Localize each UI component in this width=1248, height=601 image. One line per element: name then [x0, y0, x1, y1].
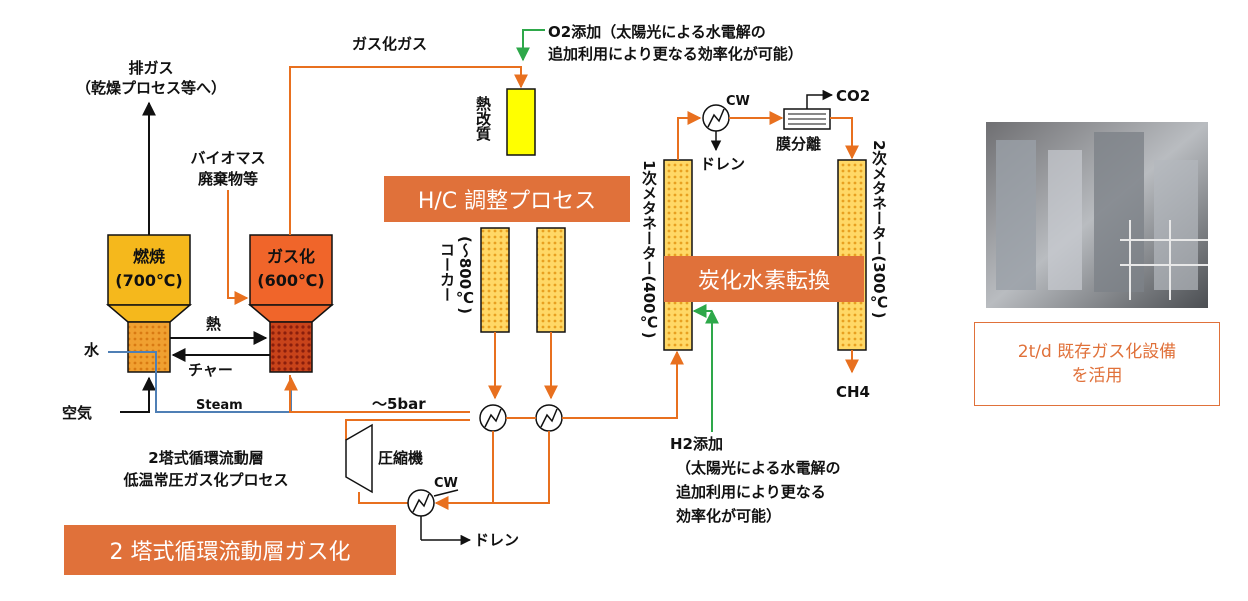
cw-label-2: CW	[726, 94, 750, 109]
h2-add-line4: 効率化が可能）	[676, 507, 782, 525]
drain-label-2: ドレン	[700, 155, 746, 173]
combustor-vessel	[105, 234, 193, 373]
gasifier-temp: (600℃)	[257, 271, 325, 290]
exhaust-sub-label: （乾燥プロセス等へ）	[75, 79, 226, 97]
thermal-reformer	[506, 88, 536, 156]
membrane-label: 膜分離	[776, 135, 822, 153]
h2-add-line3: 追加利用により更なる	[676, 483, 826, 501]
methanator-2	[837, 159, 867, 351]
photo-caption-line1: 2t/d 既存ガス化設備	[1017, 342, 1177, 362]
combustor-label: 燃焼	[132, 247, 165, 266]
combustor-temp: (700℃)	[115, 271, 183, 290]
coker-temp-label: (～800℃)	[456, 236, 474, 315]
co2-label: CO2	[836, 87, 871, 105]
methanator-2-label: 2次メタネーター(300℃)	[870, 140, 888, 319]
h2-add-line2: （太陽光による水電解の	[676, 459, 841, 477]
coker-2	[536, 227, 566, 333]
methanator-1	[663, 159, 693, 351]
gasification-banner: 2 塔式循環流動層ガス化	[64, 525, 396, 575]
air-label: 空気	[62, 404, 93, 422]
methanator-1-label: 1次メタネーター(400℃)	[640, 160, 658, 339]
h2-add-label: H2添加	[670, 435, 723, 453]
biomass-sub-label: 廃棄物等	[197, 170, 258, 188]
process-name-line2: 低温常圧ガス化プロセス	[123, 471, 289, 489]
photo-caption-line2: を活用	[1071, 366, 1123, 386]
heat-exchanger-1	[479, 404, 507, 432]
hydrocarbon-conversion-banner: 炭化水素転換	[664, 256, 864, 302]
gasifier-label: ガス化	[266, 247, 315, 266]
o2-add-label-2: 追加利用により更なる効率化が可能）	[548, 45, 803, 63]
char-label: チャー	[188, 361, 233, 379]
water-label: 水	[84, 341, 100, 359]
gasified-gas-label: ガス化ガス	[352, 35, 428, 53]
exhaust-label: 排ガス	[128, 59, 174, 77]
compressor	[345, 423, 373, 494]
heat-exchanger-3	[407, 489, 435, 517]
compressor-label: 圧縮機	[378, 449, 424, 467]
coker-1	[480, 227, 510, 333]
steam-label: Steam	[196, 398, 243, 413]
thermal-reformer-label: 熱改質	[474, 96, 492, 141]
heat-exchanger-2	[535, 404, 563, 432]
cw-label-1: CW	[434, 476, 458, 491]
photo-caption: 2t/d 既存ガス化設備 を活用	[974, 322, 1220, 406]
pressure-label: ～5bar	[372, 395, 426, 413]
existing-plant-photo	[986, 122, 1208, 308]
ch4-label: CH4	[836, 383, 870, 401]
biomass-label: バイオマス	[190, 149, 266, 167]
o2-add-label: O2添加（太陽光による水電解の	[548, 23, 766, 41]
drain-label-1: ドレン	[474, 531, 520, 549]
gasifier-vessel	[247, 234, 335, 373]
hc-adjust-banner: H/C 調整プロセス	[384, 176, 630, 222]
membrane-separator	[783, 108, 831, 130]
heat-label: 熱	[206, 315, 222, 333]
process-name-line1: 2塔式循環流動層	[148, 449, 264, 467]
coker-label: コーカー	[438, 242, 456, 302]
